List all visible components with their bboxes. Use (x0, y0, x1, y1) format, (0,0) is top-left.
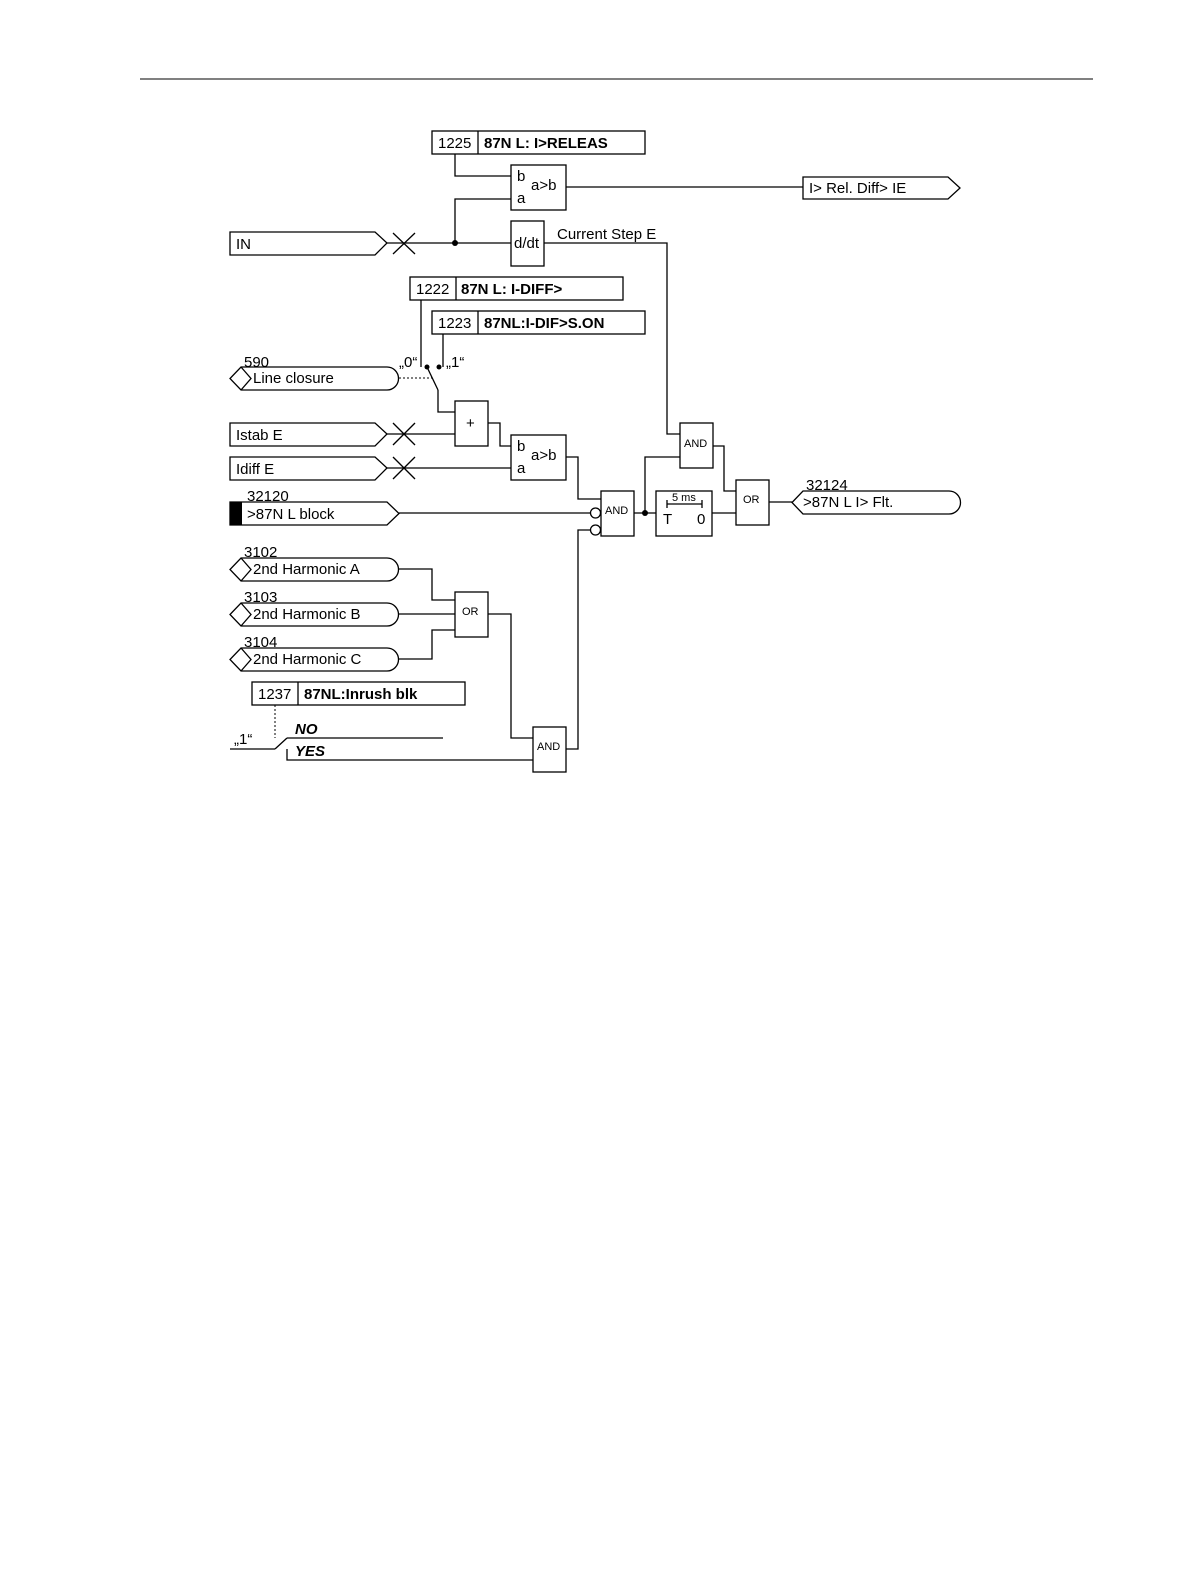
input-block-label: >87N L block (247, 506, 335, 523)
or-gate-output-label: OR (743, 494, 760, 506)
input-harmonic-c-number: 3104 (244, 634, 277, 651)
input-harmonic-c-label: 2nd Harmonic C (253, 651, 362, 668)
and-gate-inrush: AND (532, 726, 567, 773)
comparator-diff-a: a (517, 460, 526, 477)
output-flt: 32124 >87N L I> Flt. (791, 477, 962, 515)
param-1225-number: 1225 (438, 135, 471, 152)
ddt-block: d/dt (510, 220, 545, 267)
input-harmonic-a-number: 3102 (244, 544, 277, 561)
block-marker (230, 502, 242, 525)
input-line-closure-label: Line closure (253, 370, 334, 387)
inrush-one-label: „1“ (234, 731, 252, 748)
param-1222-name: 87N L: I-DIFF> (461, 281, 562, 298)
input-harmonic-c: 3104 2nd Harmonic C (229, 634, 400, 672)
param-1222-number: 1222 (416, 281, 449, 298)
comparator-diff: b a>b a (510, 434, 567, 481)
input-in: IN (229, 231, 388, 256)
inrush-no-label: NO (295, 721, 318, 738)
param-1223-name: 87NL:I-DIF>S.ON (484, 315, 604, 332)
comparator-diff-b: b (517, 438, 525, 455)
and-gate-inrush-label: AND (537, 741, 560, 753)
output-flt-label: >87N L I> Flt. (803, 494, 893, 511)
or-gate-harmonic-label: OR (462, 606, 479, 618)
and-gate-main-label: AND (605, 505, 628, 517)
and-gate-release-label: AND (684, 438, 707, 450)
input-harmonic-a: 3102 2nd Harmonic A (229, 544, 400, 582)
ddt-label: d/dt (514, 235, 540, 252)
switch-one-label: „1“ (446, 354, 464, 371)
input-line-closure: 590 Line closure (229, 354, 400, 391)
param-1237-number: 1237 (258, 686, 291, 703)
sum-block: + (454, 400, 489, 447)
and-gate-release: AND (679, 422, 714, 469)
or-gate-output: OR (735, 479, 770, 526)
current-step-label: Current Step E (557, 226, 656, 243)
timer-t-label: T (663, 511, 672, 528)
comparator-release: b a>b a (510, 164, 567, 211)
param-1237-name: 87NL:Inrush blk (304, 686, 418, 703)
timer-block: 5 ms T 0 (655, 490, 713, 537)
timer-zero-label: 0 (697, 511, 705, 528)
and-gate-main: AND (600, 490, 635, 537)
param-1225-name: 87N L: I>RELEAS (484, 135, 608, 152)
input-istab-label: Istab E (236, 427, 283, 444)
input-idiff: Idiff E (229, 456, 388, 481)
output-rel-diff-label: I> Rel. Diff> IE (809, 180, 906, 197)
param-1237-box: 1237 87NL:Inrush blk (251, 681, 466, 706)
output-flt-number: 32124 (806, 477, 848, 494)
param-1222-box: 1222 87N L: I-DIFF> (409, 276, 624, 301)
input-harmonic-a-label: 2nd Harmonic A (253, 561, 360, 578)
comparator-diff-op: a>b (531, 447, 556, 464)
param-1223-number: 1223 (438, 315, 471, 332)
input-harmonic-b-label: 2nd Harmonic B (253, 606, 361, 623)
switch-zero-label: „0“ (399, 354, 417, 371)
inrush-yes-label: YES (295, 743, 325, 760)
comparator-release-op: a>b (531, 177, 556, 194)
or-gate-harmonic: OR (454, 591, 489, 638)
input-idiff-label: Idiff E (236, 461, 274, 478)
param-1223-box: 1223 87NL:I-DIF>S.ON (431, 310, 646, 335)
comparator-release-a: a (517, 190, 526, 207)
comparator-release-b: b (517, 168, 525, 185)
output-rel-diff: I> Rel. Diff> IE (802, 176, 961, 200)
input-istab: Istab E (229, 422, 388, 447)
timer-delay-label: 5 ms (672, 492, 696, 504)
input-in-label: IN (236, 236, 251, 253)
param-1225-box: 1225 87N L: I>RELEAS (431, 130, 646, 155)
input-harmonic-b: 3103 2nd Harmonic B (229, 589, 400, 627)
input-block-number: 32120 (247, 488, 289, 505)
sum-label: + (466, 415, 475, 432)
input-block: 32120 >87N L block (229, 488, 400, 526)
connection-lines (230, 154, 803, 761)
input-harmonic-b-number: 3103 (244, 589, 277, 606)
